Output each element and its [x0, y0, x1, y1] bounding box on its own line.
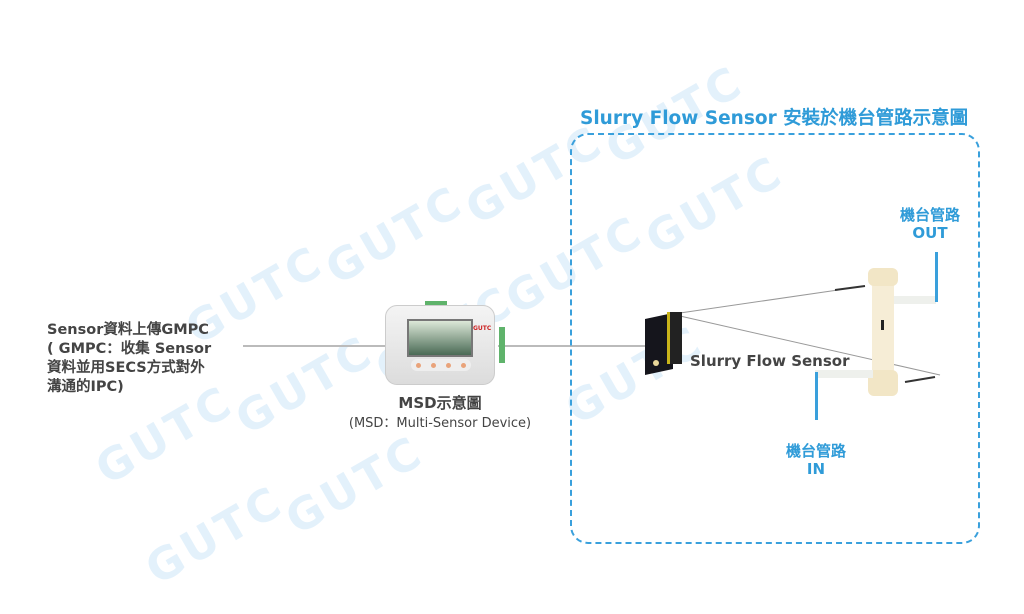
note-line: 資料並用SECS方式對外	[47, 360, 205, 376]
cable	[904, 376, 936, 383]
out-pointer-line	[935, 252, 938, 302]
left-note: Sensor資料上傳GMPC ( GMPC：收集 Sensor 資料並用SECS…	[47, 321, 227, 397]
in-sublabel: IN	[806, 460, 826, 478]
wire	[679, 315, 941, 376]
cable	[834, 285, 866, 291]
msd-logo: GUTC	[473, 325, 492, 332]
in-pointer-line	[815, 372, 818, 420]
sensor-label: Slurry Flow Sensor	[690, 352, 850, 370]
out-sublabel: OUT	[912, 224, 948, 242]
out-label: 機台管路	[899, 206, 960, 224]
msd-title: MSD示意圖	[398, 394, 482, 412]
connector-line	[243, 345, 385, 347]
msd-subtitle: (MSD：Multi-Sensor Device)	[348, 416, 532, 431]
note-line: Sensor資料上傳GMPC	[47, 322, 209, 338]
note-line: ( GMPC：收集 Sensor	[47, 341, 212, 357]
msd-device-image: GUTC	[385, 301, 505, 385]
slurry-flow-sensor-image	[645, 308, 683, 375]
note-line: 溝通的IPC)	[47, 379, 124, 395]
wire	[679, 289, 839, 314]
in-label: 機台管路	[785, 442, 846, 460]
install-area-frame	[570, 133, 980, 544]
connector-line	[498, 345, 648, 347]
install-title: Slurry Flow Sensor 安裝於機台管路示意圖	[580, 108, 969, 129]
